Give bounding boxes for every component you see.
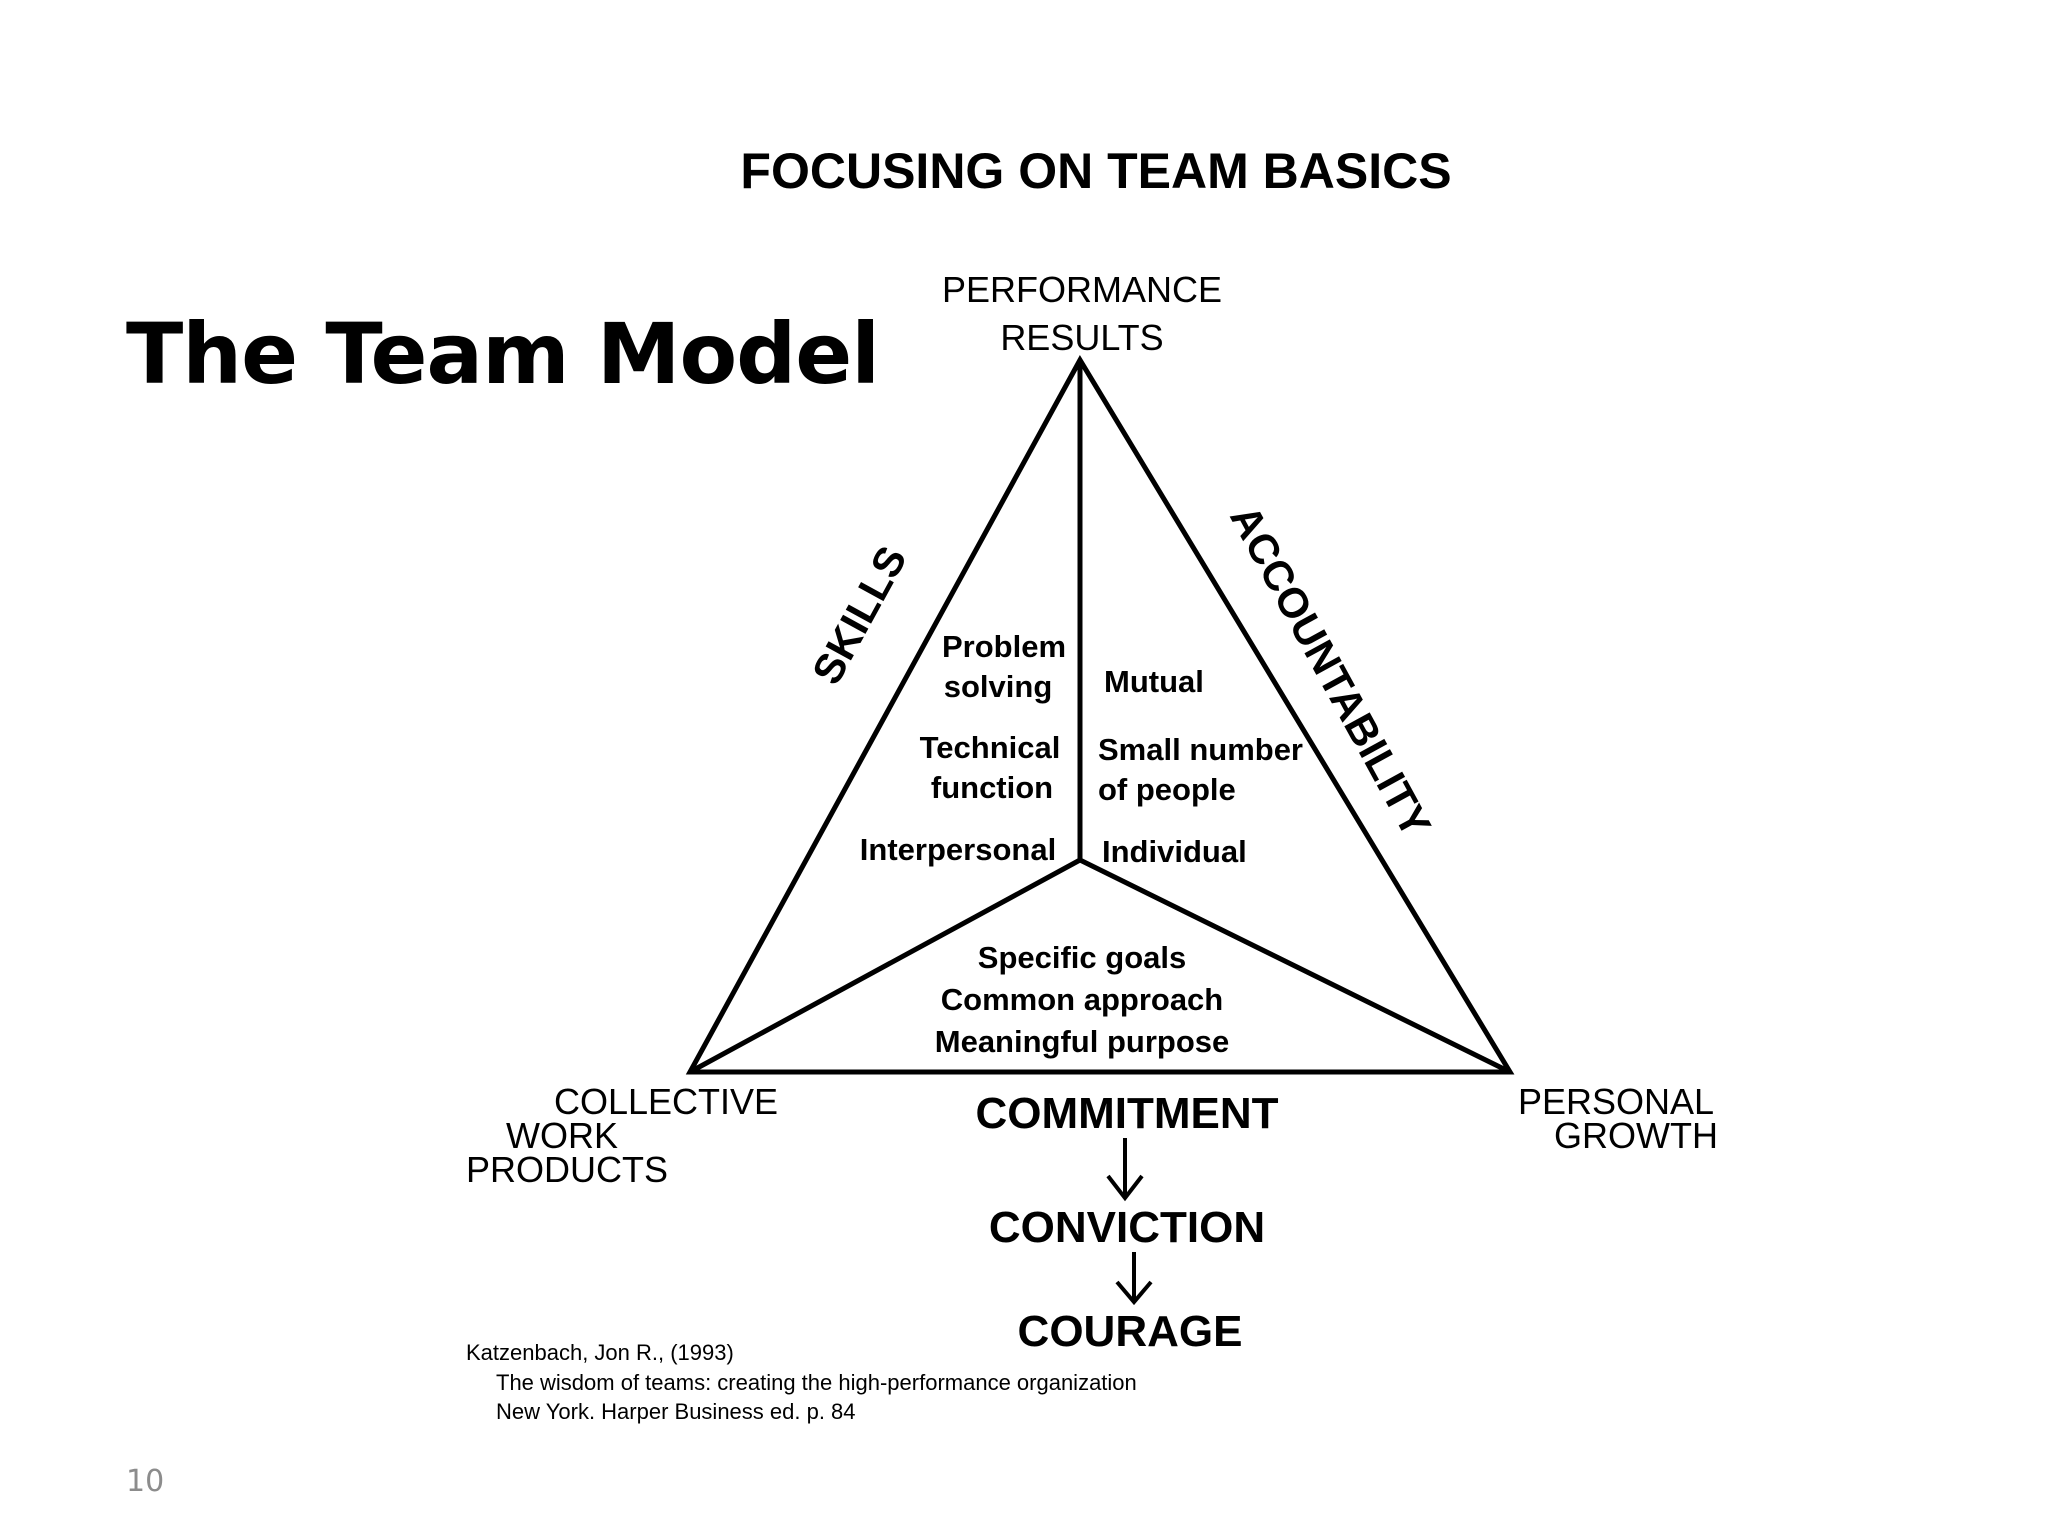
arrow-down-icon (1115, 1252, 1153, 1306)
slide-number: 10 (126, 1464, 165, 1499)
commitment-items: Specific goals Common approach Meaningfu… (935, 940, 1230, 1059)
corner-top-line-1: PERFORMANCE (942, 269, 1222, 310)
citation-line-3: New York. Harper Business ed. p. 84 (496, 1399, 856, 1424)
diagram-heading: FOCUSING ON TEAM BASICS (740, 143, 1451, 199)
corner-bottom-left-label: COLLECTIVE WORK PRODUCTS (466, 1081, 778, 1190)
corner-bottom-right-line-1: PERSONAL (1518, 1081, 1714, 1122)
citation: Katzenbach, Jon R., (1993) The wisdom of… (466, 1340, 1137, 1424)
corner-bottom-left-line-2: WORK (506, 1115, 618, 1156)
corner-bottom-left-line-3: PRODUCTS (466, 1149, 668, 1190)
skill-problem-solving-line-1: Problem (942, 629, 1066, 664)
accountability-small-number-line-2: of people (1098, 772, 1236, 807)
commitment-meaningful-purpose: Meaningful purpose (935, 1024, 1230, 1059)
skill-technical-function-line-2: function (931, 770, 1053, 805)
corner-bottom-left-line-1: COLLECTIVE (554, 1081, 778, 1122)
citation-line-2: The wisdom of teams: creating the high-p… (496, 1370, 1137, 1395)
corner-bottom-right-line-2: GROWTH (1554, 1115, 1718, 1156)
side-label-skills: SKILLS (803, 538, 916, 692)
chain-courage: COURAGE (1018, 1307, 1243, 1356)
divider-left (688, 857, 1082, 1075)
divider-right (1078, 857, 1512, 1075)
corner-bottom-right-label: PERSONAL GROWTH (1518, 1081, 1718, 1156)
accountability-mutual: Mutual (1104, 664, 1204, 699)
skill-interpersonal: Interpersonal (860, 832, 1056, 867)
corner-top-line-2: RESULTS (1000, 317, 1163, 358)
skills-items: Problem solving Technical function Inter… (860, 629, 1066, 867)
accountability-items: Mutual Small number of people Individual (1098, 664, 1303, 869)
slide-title: The Team Model (126, 305, 880, 403)
arrow-down-icon (1106, 1138, 1144, 1202)
accountability-individual: Individual (1102, 834, 1247, 869)
corner-top-label: PERFORMANCE RESULTS (942, 269, 1222, 358)
side-label-accountability: ACCOUNTABILITY (1221, 497, 1440, 844)
chain-conviction: CONVICTION (989, 1203, 1265, 1252)
commitment-specific-goals: Specific goals (978, 940, 1186, 975)
commitment-common-approach: Common approach (941, 982, 1223, 1017)
outer-triangle (685, 354, 1515, 1075)
citation-line-1: Katzenbach, Jon R., (1993) (466, 1340, 734, 1365)
chain-commitment: COMMITMENT (975, 1089, 1278, 1138)
skill-problem-solving-line-2: solving (944, 669, 1053, 704)
accountability-small-number-line-1: Small number (1098, 732, 1303, 767)
skill-technical-function-line-1: Technical (920, 730, 1061, 765)
